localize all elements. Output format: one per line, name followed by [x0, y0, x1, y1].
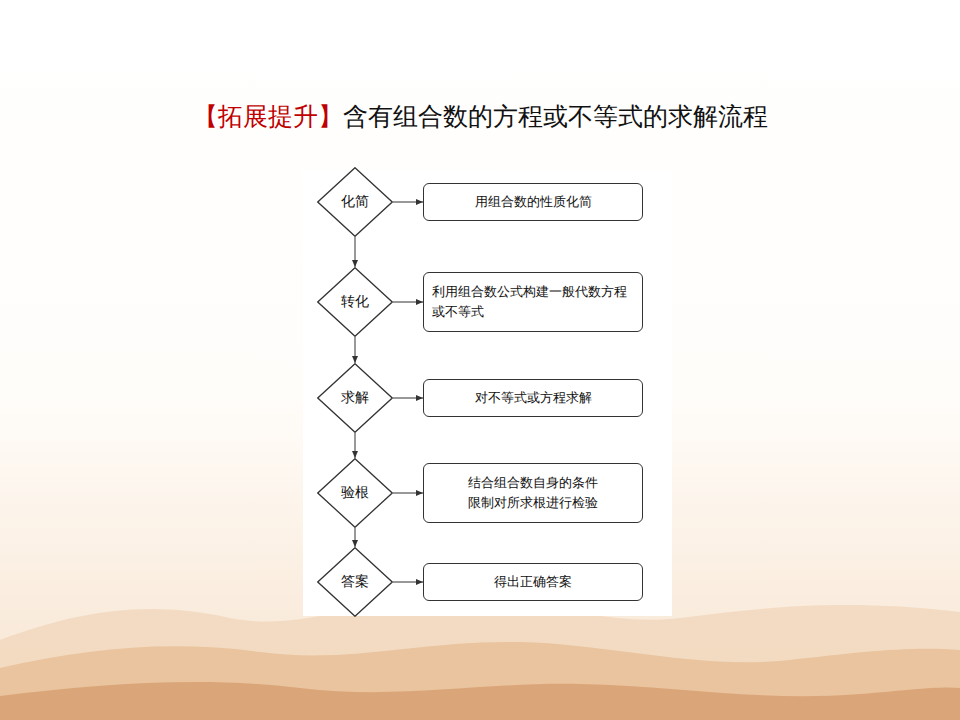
step-name: 验根	[341, 482, 369, 504]
flow-arrow	[393, 582, 423, 583]
mid-hills	[0, 642, 960, 720]
near-hills	[0, 682, 960, 720]
process-box: 用组合数的性质化简	[423, 183, 643, 221]
step-name: 化简	[341, 191, 369, 213]
step-name: 转化	[341, 291, 369, 313]
slide-title: 【拓展提升】含有组合数的方程或不等式的求解流程	[0, 100, 960, 133]
step-description: 用组合数的性质化简	[433, 192, 633, 212]
flow-arrow	[355, 528, 356, 547]
flow-arrow	[355, 237, 356, 267]
step-name: 求解	[341, 387, 369, 409]
title-text: 含有组合数的方程或不等式的求解流程	[343, 102, 768, 131]
decision-diamond: 求解	[317, 363, 393, 433]
process-box: 对不等式或方程求解	[423, 379, 643, 417]
flow-arrow	[355, 433, 356, 458]
flow-arrow	[393, 302, 423, 303]
decision-diamond: 验根	[317, 458, 393, 528]
step-description: 利用组合数公式构建一般代数方程 或不等式	[432, 282, 634, 322]
decision-diamond: 化简	[317, 167, 393, 237]
flow-arrow	[393, 202, 423, 203]
decision-diamond: 转化	[317, 267, 393, 337]
process-box: 利用组合数公式构建一般代数方程 或不等式	[423, 272, 643, 332]
step-description: 得出正确答案	[433, 572, 633, 592]
step-description: 结合组合数自身的条件 限制对所求根进行检验	[465, 473, 601, 513]
step-description: 对不等式或方程求解	[433, 388, 633, 408]
section-tag: 【拓展提升】	[193, 102, 343, 131]
flow-arrow	[393, 398, 423, 399]
process-box: 得出正确答案	[423, 563, 643, 601]
process-box: 结合组合数自身的条件 限制对所求根进行检验	[423, 463, 643, 523]
decision-diamond: 答案	[317, 547, 393, 617]
flow-arrow	[355, 337, 356, 363]
flow-arrow	[393, 493, 423, 494]
step-name: 答案	[341, 571, 369, 593]
